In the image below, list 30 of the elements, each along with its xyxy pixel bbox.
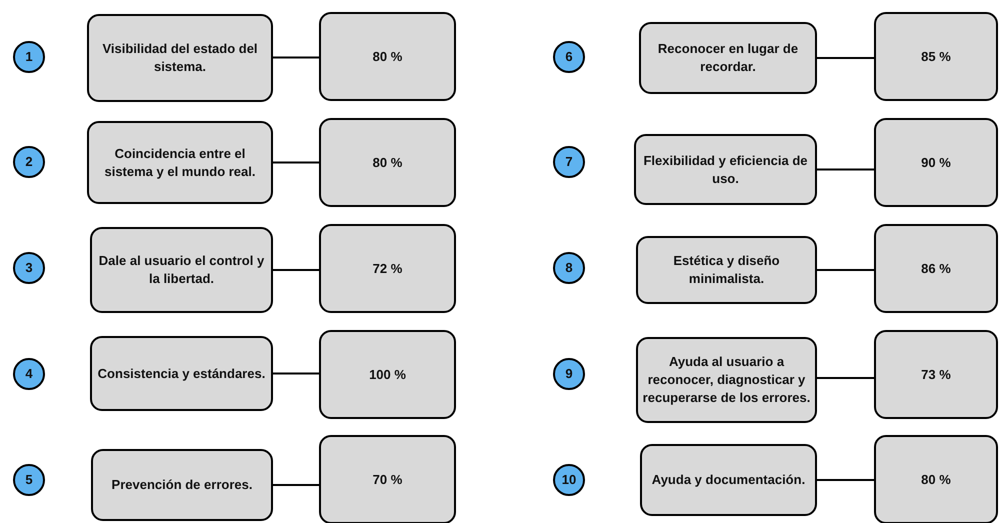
connector-line	[817, 57, 874, 59]
percentage-box: 73 %	[874, 330, 998, 419]
connector-line	[273, 162, 319, 164]
heuristic-box: Flexibilidad y eficiencia de uso.	[634, 134, 817, 205]
connector-line	[273, 484, 319, 486]
percentage-box: 72 %	[319, 224, 456, 313]
connector-line	[817, 479, 874, 481]
heuristic-box: Dale al usuario el control y la libertad.	[90, 227, 273, 313]
heuristic-box: Coincidencia entre el sistema y el mundo real.	[87, 121, 273, 204]
heuristic-box: Prevención de errores.	[91, 449, 273, 521]
heuristic-box: Visibilidad del estado del sistema.	[87, 14, 273, 102]
connector-line	[273, 56, 319, 58]
heuristic-box: Estética y diseño minimalista.	[636, 236, 817, 304]
percentage-box: 100 %	[319, 330, 456, 419]
percentage-box: 86 %	[874, 224, 998, 313]
connector-line	[817, 269, 874, 271]
heuristic-box: Reconocer en lugar de recordar.	[639, 22, 817, 94]
heuristic-box: Consistencia y estándares.	[90, 336, 273, 411]
heuristic-box: Ayuda al usuario a reconocer, diagnosticar y recuperarse de los errores.	[636, 337, 817, 423]
percentage-box: 80 %	[319, 12, 456, 101]
percentage-box: 90 %	[874, 118, 998, 207]
connector-line	[817, 377, 874, 379]
percentage-box: 85 %	[874, 12, 998, 101]
percentage-box: 70 %	[319, 435, 456, 523]
heuristic-box: Ayuda y documentación.	[640, 444, 817, 516]
percentage-box: 80 %	[874, 435, 998, 523]
connector-line	[817, 168, 874, 170]
percentage-box: 80 %	[319, 118, 456, 207]
connector-line	[273, 372, 319, 374]
connector-line	[273, 269, 319, 271]
